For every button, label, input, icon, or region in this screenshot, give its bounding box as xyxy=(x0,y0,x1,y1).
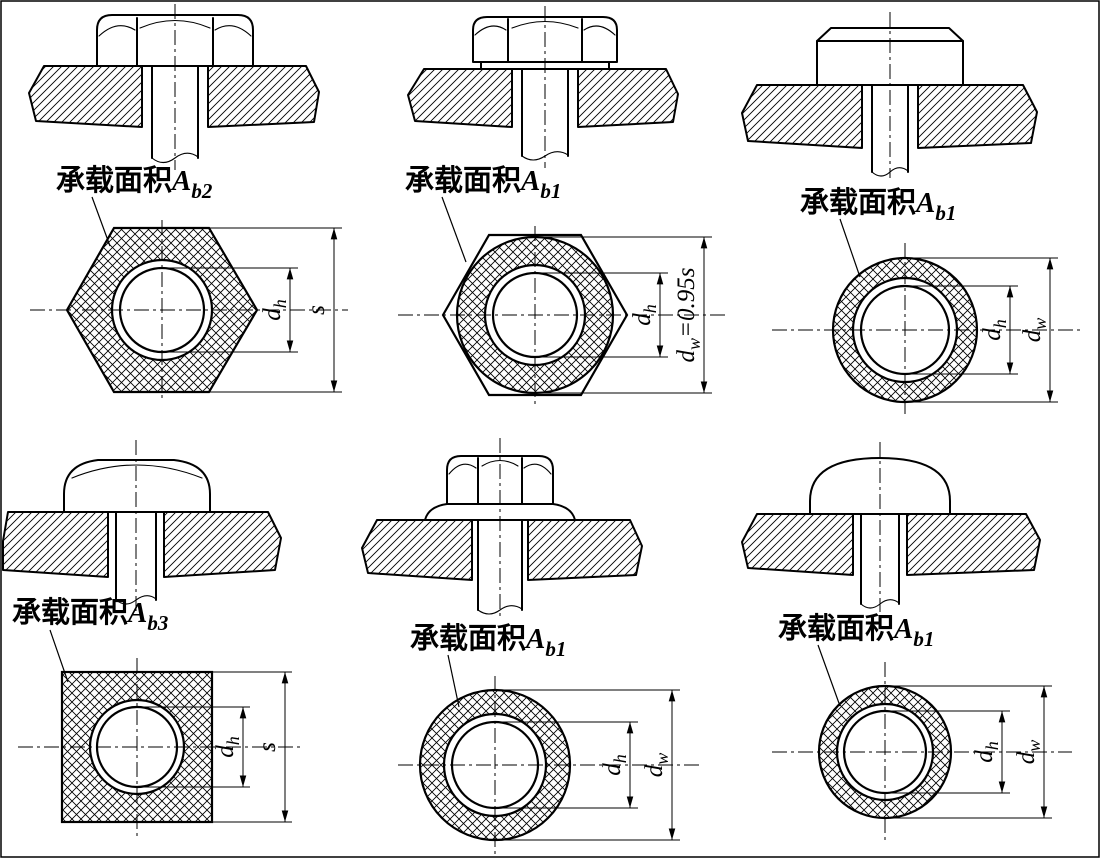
plate-section-right xyxy=(163,511,282,578)
panel-1-side-view xyxy=(28,4,320,170)
bearing-area-label: 承载面积Ab1 xyxy=(410,622,566,661)
panel-4-round-head-square: 承载面积Ab3 dh s xyxy=(2,440,302,836)
plate-section-left xyxy=(741,84,863,149)
panel-2-hex-head-washer-face: 承载面积Ab1 dh dw=0.95s xyxy=(398,6,726,404)
dim-label-dh: dh xyxy=(979,319,1010,341)
panel-5-hex-flange-head: 承载面积Ab1 dh dw xyxy=(361,438,700,854)
panel-5-side-view xyxy=(361,438,643,618)
plate-section-left xyxy=(741,513,854,576)
plate-section-left xyxy=(2,511,109,578)
dim-label-dh: dh xyxy=(259,299,290,321)
panel-3-top-view: dh dw xyxy=(772,243,1082,418)
dim-label-dh: dh xyxy=(599,754,630,776)
leader-line xyxy=(839,218,861,278)
dim-label-dw: dw xyxy=(641,753,672,778)
dim-label-dh: dh xyxy=(629,304,660,326)
plate-section-right xyxy=(527,519,643,581)
dim-label-dw: dw=0.95s xyxy=(673,268,704,363)
dim-label-s: s xyxy=(303,305,330,315)
dim-label-dw: dw xyxy=(1013,740,1044,765)
leader-line xyxy=(817,644,841,707)
bearing-area-label: 承载面积Ab2 xyxy=(56,164,213,203)
shank-break-line xyxy=(151,152,199,164)
bearing-area-label: 承载面积Ab1 xyxy=(800,186,956,225)
bolt-head-outline xyxy=(446,455,554,505)
panel-2-top-view: dh dw=0.95s xyxy=(398,226,726,404)
head-chamfer-arcs xyxy=(448,459,552,475)
dim-label-s: s xyxy=(254,742,281,752)
plate-section-right xyxy=(207,65,320,128)
panel-5-top-view: dh dw xyxy=(398,676,700,854)
bolt-head-outline xyxy=(809,457,951,515)
panel-6-round-head: 承载面积Ab1 dh dw xyxy=(741,442,1072,842)
leader-line xyxy=(447,654,460,708)
leader-line xyxy=(91,196,111,247)
head-crown-arc xyxy=(71,464,203,479)
panel-3-head-round-washer: 承载面积Ab1 dh dw xyxy=(741,12,1082,418)
plate-section-right xyxy=(917,84,1038,149)
bearing-area-label: 承载面积Ab1 xyxy=(778,612,934,651)
plate-section-left xyxy=(407,68,513,128)
plate-section-left xyxy=(28,65,143,128)
leader-line xyxy=(441,196,467,263)
shank-break-line xyxy=(477,605,523,615)
plate-section-right xyxy=(577,68,679,128)
panel-1-hex-head-plain: 承载面积Ab2 dh s xyxy=(28,4,348,400)
plate-section-right xyxy=(906,513,1041,576)
panel-6-side-view xyxy=(741,442,1041,612)
bearing-area-label: 承载面积Ab3 xyxy=(12,596,168,635)
head-chamfer-arcs xyxy=(474,21,616,36)
head-chamfer-arcs xyxy=(98,20,252,37)
panel-4-top-view: dh s xyxy=(18,658,302,836)
dim-label-dh: dh xyxy=(971,741,1002,763)
bearing-area-label: 承载面积Ab1 xyxy=(405,164,561,203)
plate-section-left xyxy=(361,519,473,581)
panel-4-side-view xyxy=(2,440,282,612)
dim-label-dh: dh xyxy=(212,736,243,758)
panel-6-top-view: dh dw xyxy=(772,662,1072,842)
panel-2-side-view xyxy=(407,6,679,168)
bolt-head-outline xyxy=(63,459,211,513)
panel-1-top-view: dh s xyxy=(30,220,348,400)
panel-3-side-view xyxy=(741,12,1038,178)
dim-label-dw: dw xyxy=(1019,318,1050,343)
